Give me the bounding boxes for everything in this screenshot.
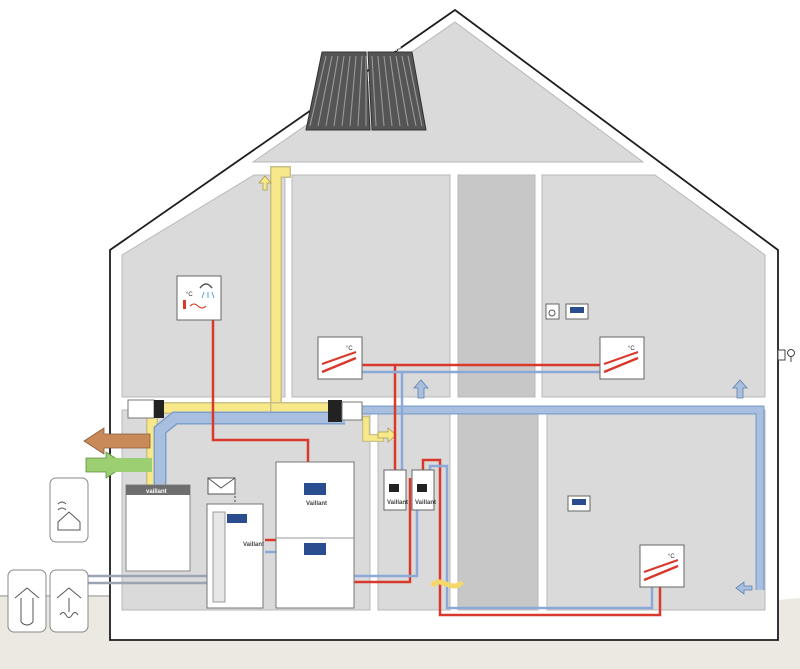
- stairwell-upper: [457, 174, 536, 398]
- heat-pump-brand: Vaillant: [243, 542, 264, 548]
- supply-arrow-icon: [377, 427, 397, 443]
- floor-heating-icon: °C: [317, 336, 363, 380]
- air-outlet-arrow-icon: [258, 175, 272, 191]
- fresh-air-arrow-icon: [85, 451, 152, 479]
- hot-water-tank-icon: Vaillant: [275, 461, 355, 609]
- outdoor-sensor-icon: [777, 349, 795, 362]
- ventilation-unit-icon: vaillant: [125, 484, 191, 572]
- ground-collector-icon: [49, 569, 89, 633]
- hot-water-pipes: [211, 318, 662, 617]
- duct-wall-outlet: [127, 399, 155, 419]
- floor-heating-icon: °C: [639, 544, 685, 588]
- air-source-icon: [49, 477, 89, 543]
- room-upper-right: [541, 174, 766, 398]
- solar-collector-icon: Vaillant Vaillant: [305, 47, 427, 131]
- module-right-brand: Vaillant: [415, 500, 436, 506]
- room-upper-middle: [291, 174, 451, 398]
- ventilation-unit-brand: vaillant: [146, 489, 167, 495]
- tank-brand: Vaillant: [306, 501, 327, 507]
- extract-arrow-icon: [735, 581, 753, 595]
- duct-damper: [154, 400, 164, 418]
- extract-arrow-icon: [732, 379, 748, 399]
- floor-temp-unit-right: °C: [628, 346, 635, 352]
- stairwell-ground: [457, 409, 539, 611]
- shower-icon: °C: [176, 275, 222, 321]
- geothermal-probe-icon: [7, 569, 47, 633]
- bath-temp-unit: °C: [186, 292, 193, 298]
- extract-arrow-icon: [413, 379, 429, 399]
- mixing-module-icon: Vaillant Vaillant: [383, 469, 436, 511]
- module-left-brand: Vaillant: [387, 500, 408, 506]
- collector-left-brand: Vaillant: [335, 47, 356, 53]
- floor-temp-unit-ground: °C: [668, 554, 675, 560]
- ground: [0, 595, 800, 669]
- duct-valve: [328, 400, 342, 422]
- exhaust-arrow-icon: [83, 427, 151, 455]
- duct-room-outlet: [341, 401, 363, 421]
- mail-icon: [207, 477, 236, 495]
- ground-source-pipes: [80, 574, 208, 585]
- room-thermostat-icon: [567, 495, 591, 512]
- controller-icon: [545, 303, 589, 320]
- floor-temp-unit-left: °C: [346, 346, 353, 352]
- ventilation-duct-extract: [153, 405, 765, 590]
- attic-room: [251, 21, 645, 163]
- floor-heating-icon: °C: [599, 336, 645, 380]
- collector-right-brand: Vaillant: [380, 47, 401, 53]
- mixing-valve: [429, 579, 464, 589]
- heat-pump-icon: Vaillant: [206, 503, 264, 609]
